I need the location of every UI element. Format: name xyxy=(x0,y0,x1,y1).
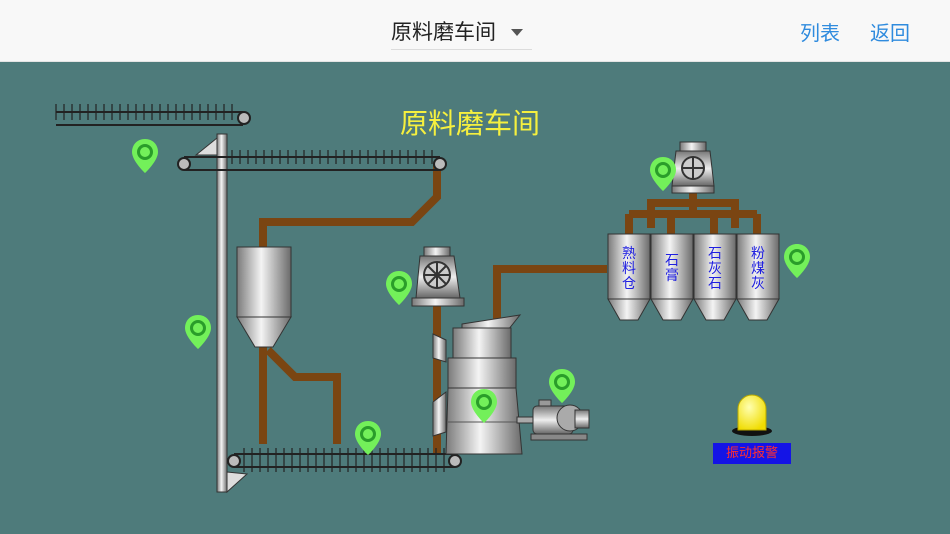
workshop-selector[interactable]: 原料磨车间 xyxy=(391,12,532,50)
alarm-light-icon[interactable] xyxy=(732,394,772,436)
location-pin-icon[interactable] xyxy=(353,420,383,456)
scene-title: 原料磨车间 xyxy=(400,107,541,140)
process-diagram: 原料磨车间 熟料仓 石膏 石灰石 粉煤灰 振动报警 xyxy=(0,62,950,534)
location-pin-icon[interactable] xyxy=(547,368,577,404)
silo-label-limestone: 石灰石 xyxy=(708,246,722,292)
silo-label-gypsum: 石膏 xyxy=(665,253,679,284)
conveyor-top xyxy=(55,104,251,126)
bucket-elevator xyxy=(194,133,249,494)
vibration-alarm-label[interactable]: 振动报警 xyxy=(713,443,791,464)
silo-gypsum xyxy=(650,233,694,321)
silo-group xyxy=(607,233,780,321)
vertical-roller-mill xyxy=(432,314,536,455)
location-pin-icon[interactable] xyxy=(469,388,499,424)
mill-motor xyxy=(530,399,590,441)
silo-feeder-valve xyxy=(671,141,715,194)
feed-hopper xyxy=(236,246,292,348)
silo-clinker xyxy=(607,233,651,321)
silo-limestone xyxy=(693,233,737,321)
conveyor-bottom xyxy=(227,448,462,472)
silo-fly-ash xyxy=(736,233,780,321)
location-pin-icon[interactable] xyxy=(648,156,678,192)
silo-label-fly-ash: 粉煤灰 xyxy=(751,246,765,292)
list-link[interactable]: 列表 xyxy=(800,21,840,45)
top-bar: 原料磨车间 列表 返回 xyxy=(0,0,950,62)
scene-svg xyxy=(55,104,780,494)
rotary-feeder xyxy=(411,246,465,307)
location-pin-icon[interactable] xyxy=(782,243,812,279)
workshop-title: 原料磨车间 xyxy=(391,20,496,44)
back-link[interactable]: 返回 xyxy=(870,21,910,45)
location-pin-icon[interactable] xyxy=(130,138,160,174)
location-pin-icon[interactable] xyxy=(384,270,414,306)
silo-label-clinker: 熟料仓 xyxy=(622,246,636,292)
conveyor-middle xyxy=(177,150,447,171)
caret-down-icon xyxy=(511,29,523,36)
location-pin-icon[interactable] xyxy=(183,314,213,350)
